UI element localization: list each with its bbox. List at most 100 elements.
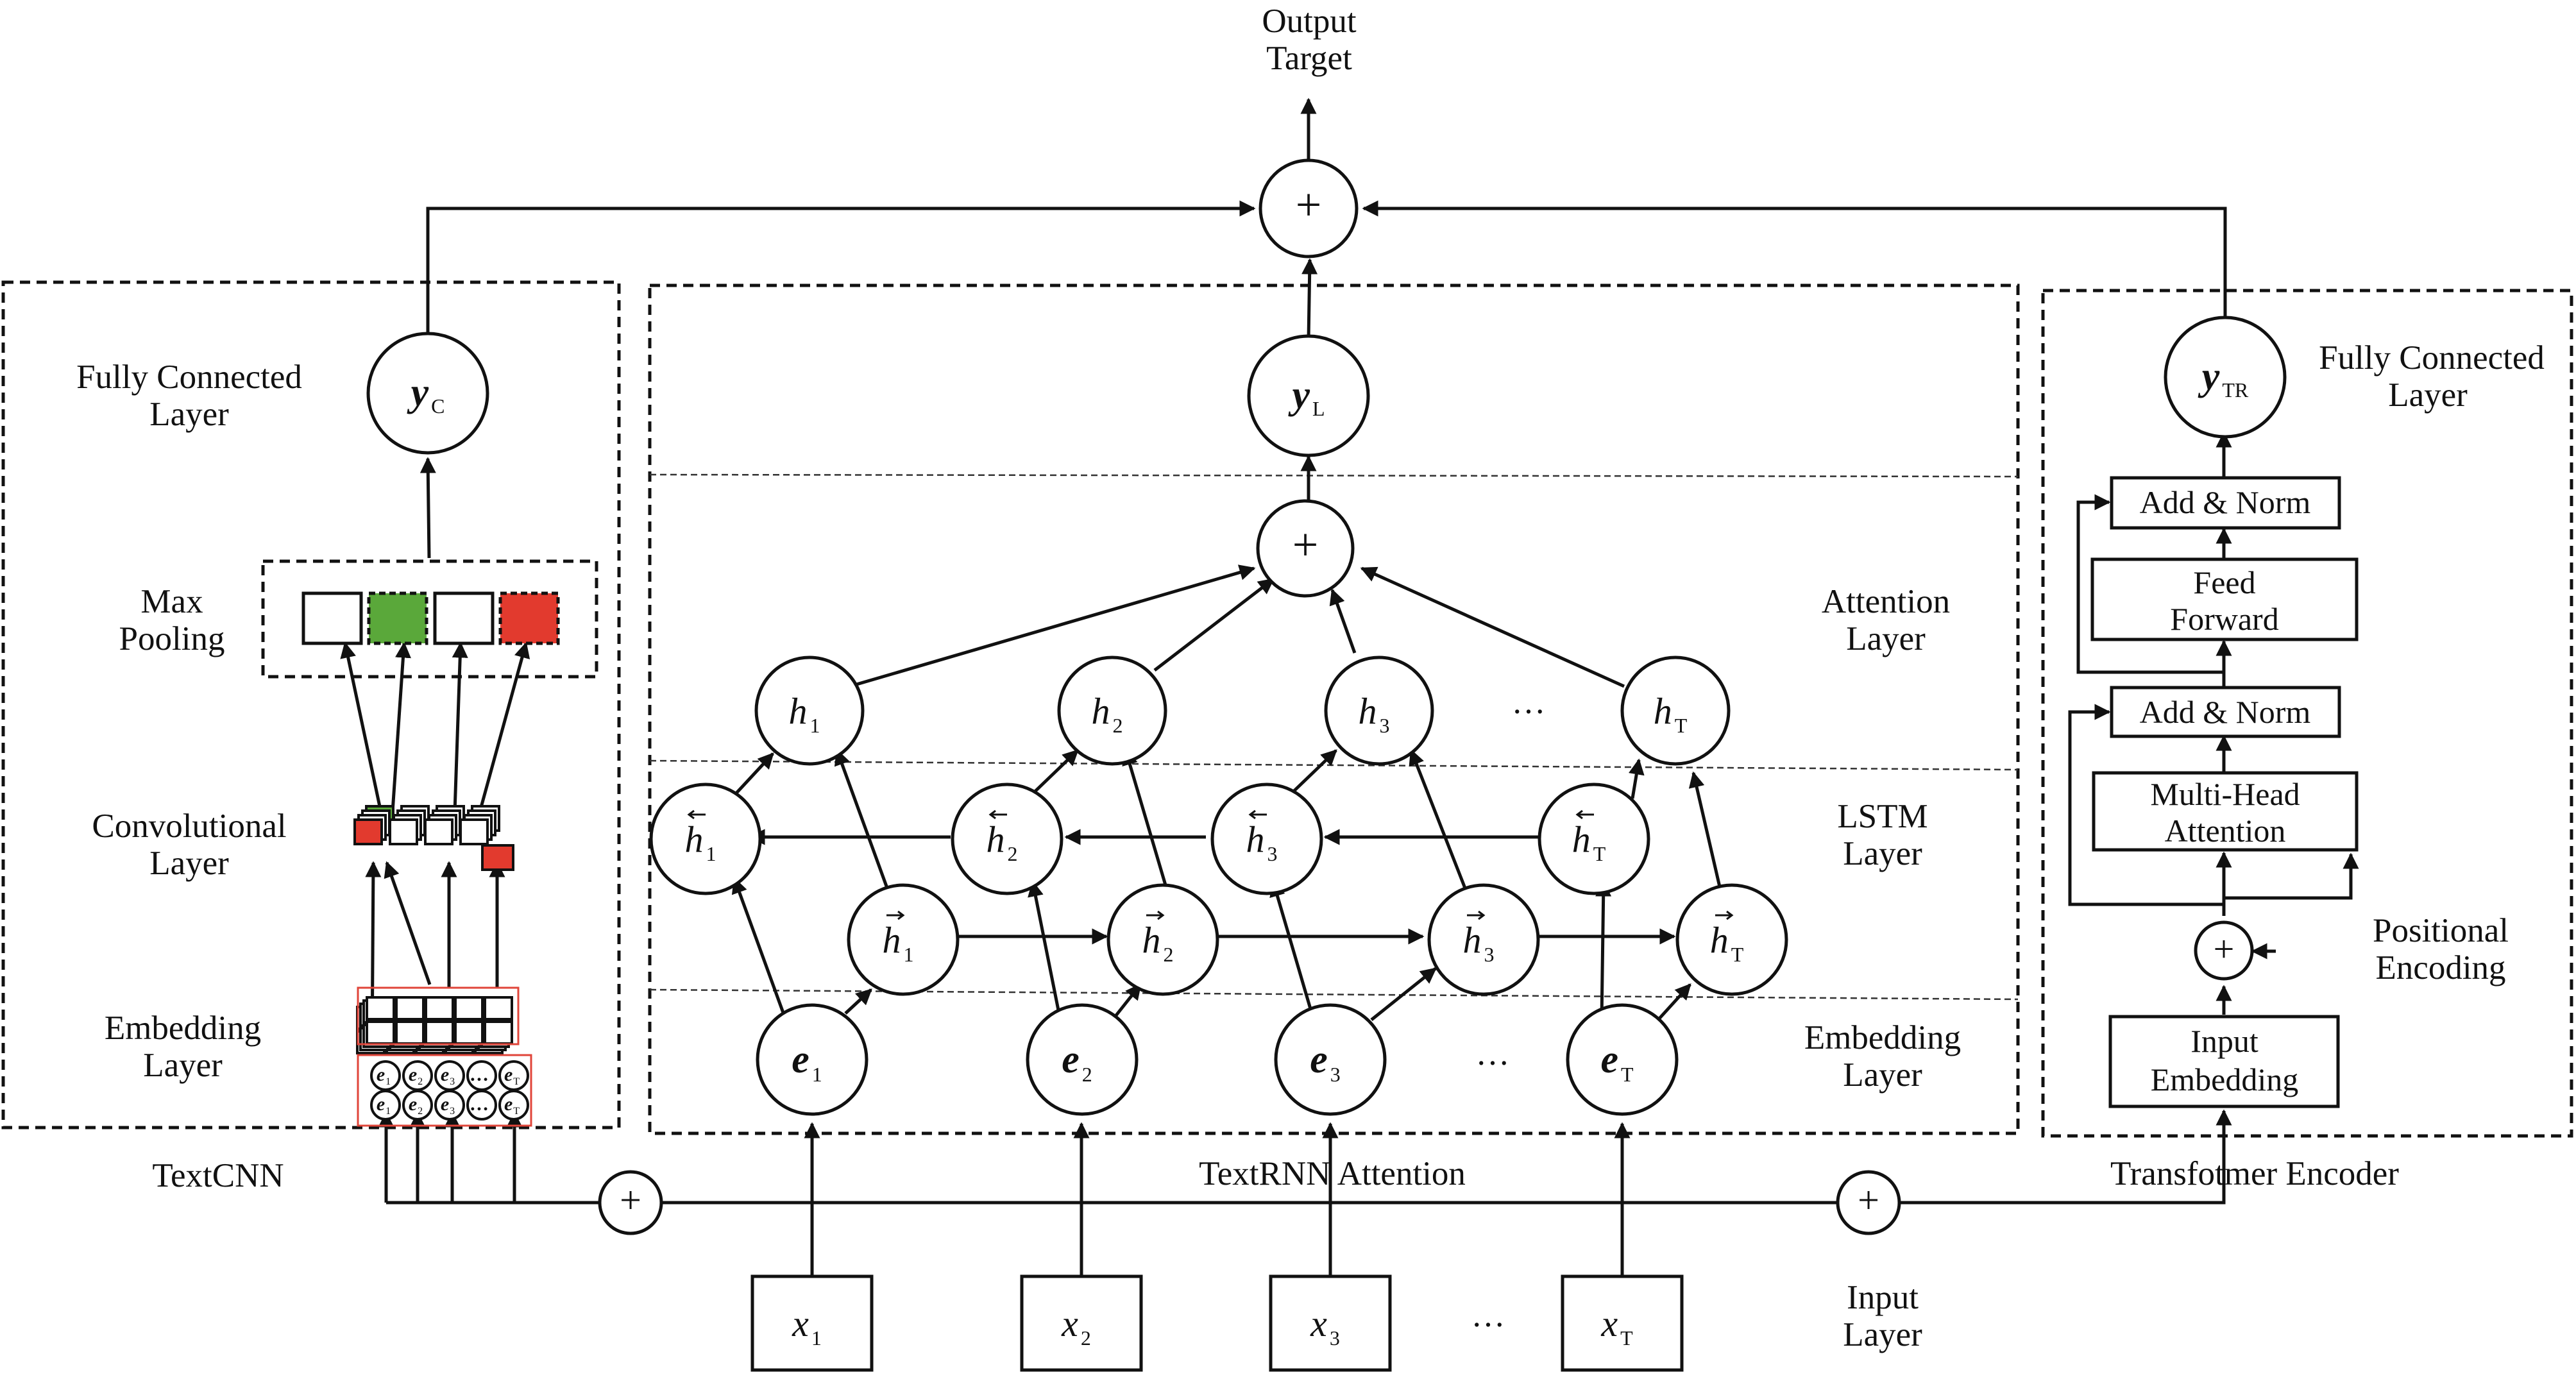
- svg-text:e2: e2: [409, 1094, 423, 1117]
- svg-text:Attention: Attention: [1822, 583, 1950, 620]
- svg-text:xT: xT: [1600, 1303, 1633, 1349]
- add-norm-bottom-block: Add & Norm: [2110, 686, 2341, 738]
- textcnn-module-box: [1, 280, 621, 1129]
- svg-text:hT: hT: [1572, 818, 1606, 865]
- svg-text:h1: h1: [883, 919, 914, 966]
- connections: [340, 97, 2359, 1278]
- svg-text:Max: Max: [140, 583, 203, 620]
- bus-sum-node-left: +: [598, 1170, 663, 1235]
- attention-sum-node: +: [1256, 499, 1355, 598]
- svg-text:Target: Target: [1266, 40, 1352, 77]
- svg-text:Output: Output: [1262, 3, 1357, 40]
- svg-text:+: +: [2214, 928, 2235, 970]
- svg-text:eT: eT: [504, 1094, 520, 1117]
- svg-text:e1: e1: [377, 1064, 391, 1087]
- svg-text:h3: h3: [1359, 690, 1390, 737]
- add-norm-top-block: Add & Norm: [2110, 476, 2341, 530]
- svg-text:Encoding: Encoding: [2375, 949, 2505, 986]
- cnn-embedding-cell: e1: [370, 1060, 401, 1091]
- embedding-layer-label-mid: Embedding Layer: [1804, 1019, 1961, 1094]
- svg-text:Add & Norm: Add & Norm: [2140, 484, 2311, 520]
- svg-text:…: …: [470, 1094, 489, 1115]
- svg-text:Multi-Head: Multi-Head: [2150, 776, 2300, 812]
- svg-text:Fully Connected: Fully Connected: [2319, 339, 2545, 376]
- svg-text:+: +: [1858, 1179, 1879, 1221]
- convolutional-feature-maps: [353, 805, 514, 871]
- transformer-title: Transfotmer Encoder: [2110, 1155, 2399, 1192]
- fc-layer-label-left: Fully Connected Layer: [76, 359, 302, 433]
- svg-text:e3: e3: [1310, 1038, 1341, 1086]
- output-target-label: Output Target: [1262, 3, 1357, 77]
- svg-text:e2: e2: [1062, 1038, 1092, 1086]
- svg-text:h3: h3: [1246, 818, 1278, 865]
- attention-layer-label: Attention Layer: [1822, 583, 1950, 657]
- fc-layer-label-right: Fully Connected Layer: [2319, 339, 2545, 414]
- svg-text:hT: hT: [1654, 690, 1688, 737]
- svg-text:Layer: Layer: [2388, 376, 2468, 414]
- cnn-embedding-cell: …: [466, 1090, 497, 1121]
- svg-text:x1: x1: [792, 1303, 822, 1349]
- svg-text:Positional: Positional: [2373, 912, 2509, 949]
- svg-text:Layer: Layer: [149, 845, 229, 882]
- svg-text:e3: e3: [441, 1064, 455, 1087]
- svg-text:e2: e2: [409, 1064, 423, 1087]
- svg-text:+: +: [620, 1179, 641, 1221]
- cnn-embedding-cell: eT: [498, 1060, 529, 1091]
- cnn-embedding-cell: e3: [434, 1090, 465, 1121]
- conv-cell: [424, 818, 453, 845]
- multi-head-attention-block: Multi-Head Attention: [2092, 771, 2359, 852]
- cnn-embedding-cell: eT: [498, 1090, 529, 1121]
- positional-encoding-label: Positional Encoding: [2373, 912, 2509, 986]
- cnn-embedding-cell: e3: [434, 1060, 465, 1091]
- svg-text:Add & Norm: Add & Norm: [2140, 694, 2311, 730]
- textrnn-module-box: [648, 283, 2020, 1135]
- svg-text:Convolutional: Convolutional: [92, 808, 286, 845]
- textcnn-title: TextCNN: [152, 1157, 284, 1194]
- svg-text:Layer: Layer: [1846, 620, 1926, 657]
- conv-cell: [481, 844, 514, 871]
- svg-text:e1: e1: [377, 1094, 391, 1117]
- conv-cell: [459, 818, 489, 845]
- svg-text:x2: x2: [1061, 1303, 1091, 1349]
- feed-forward-block: Feed Forward: [2090, 557, 2359, 641]
- svg-text:hT: hT: [1710, 919, 1744, 966]
- input-ellipsis: …: [1471, 1297, 1505, 1334]
- convolutional-layer-label: Convolutional Layer: [92, 808, 286, 882]
- svg-text:Embedding: Embedding: [1804, 1019, 1961, 1056]
- svg-text:Feed: Feed: [2193, 564, 2255, 600]
- svg-text:Layer: Layer: [143, 1047, 223, 1084]
- svg-text:LSTM: LSTM: [1837, 798, 1928, 835]
- top-sum-node: +: [1258, 158, 1359, 258]
- separator-lstm: [649, 759, 2019, 771]
- svg-text:h1: h1: [685, 818, 716, 865]
- svg-text:Input: Input: [2190, 1023, 2258, 1059]
- svg-text:Layer: Layer: [1843, 1056, 1922, 1094]
- max-pool-cell: [498, 591, 560, 645]
- embedding-ellipsis: …: [1476, 1035, 1510, 1072]
- attention-ellipsis: …: [1512, 684, 1546, 721]
- svg-text:Layer: Layer: [149, 396, 229, 433]
- svg-text:+: +: [1292, 519, 1319, 570]
- svg-text:…: …: [470, 1064, 489, 1085]
